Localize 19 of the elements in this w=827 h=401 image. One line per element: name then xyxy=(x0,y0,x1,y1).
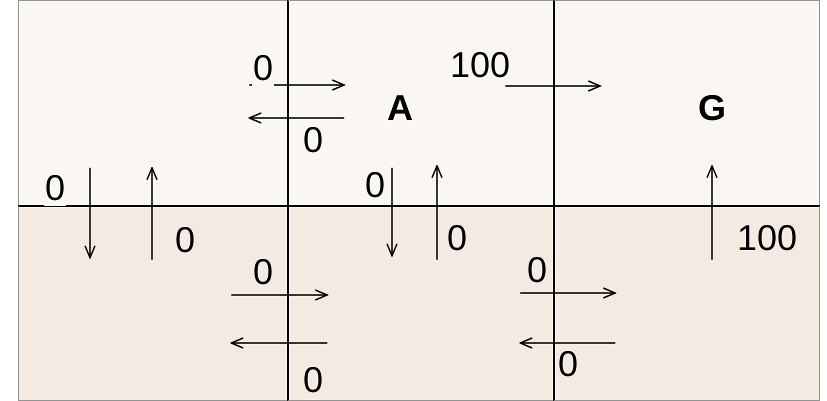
arrow xyxy=(706,165,718,260)
arrow xyxy=(231,289,328,301)
grid-cell xyxy=(18,0,287,205)
arrow xyxy=(248,112,344,124)
grid-cell xyxy=(553,205,820,401)
arrow xyxy=(146,167,158,260)
arrow xyxy=(505,80,601,92)
grid-cell xyxy=(18,205,287,401)
grid-cell xyxy=(553,0,820,205)
arrow xyxy=(386,168,398,256)
grid-cell xyxy=(287,0,553,205)
arrow xyxy=(84,168,96,258)
cell-label: A xyxy=(387,90,413,126)
cell-label: G xyxy=(698,90,726,126)
arrow xyxy=(431,165,443,260)
arrow xyxy=(520,287,616,299)
arrow xyxy=(230,337,328,349)
arrow xyxy=(520,337,616,349)
grid-cell xyxy=(287,205,553,401)
